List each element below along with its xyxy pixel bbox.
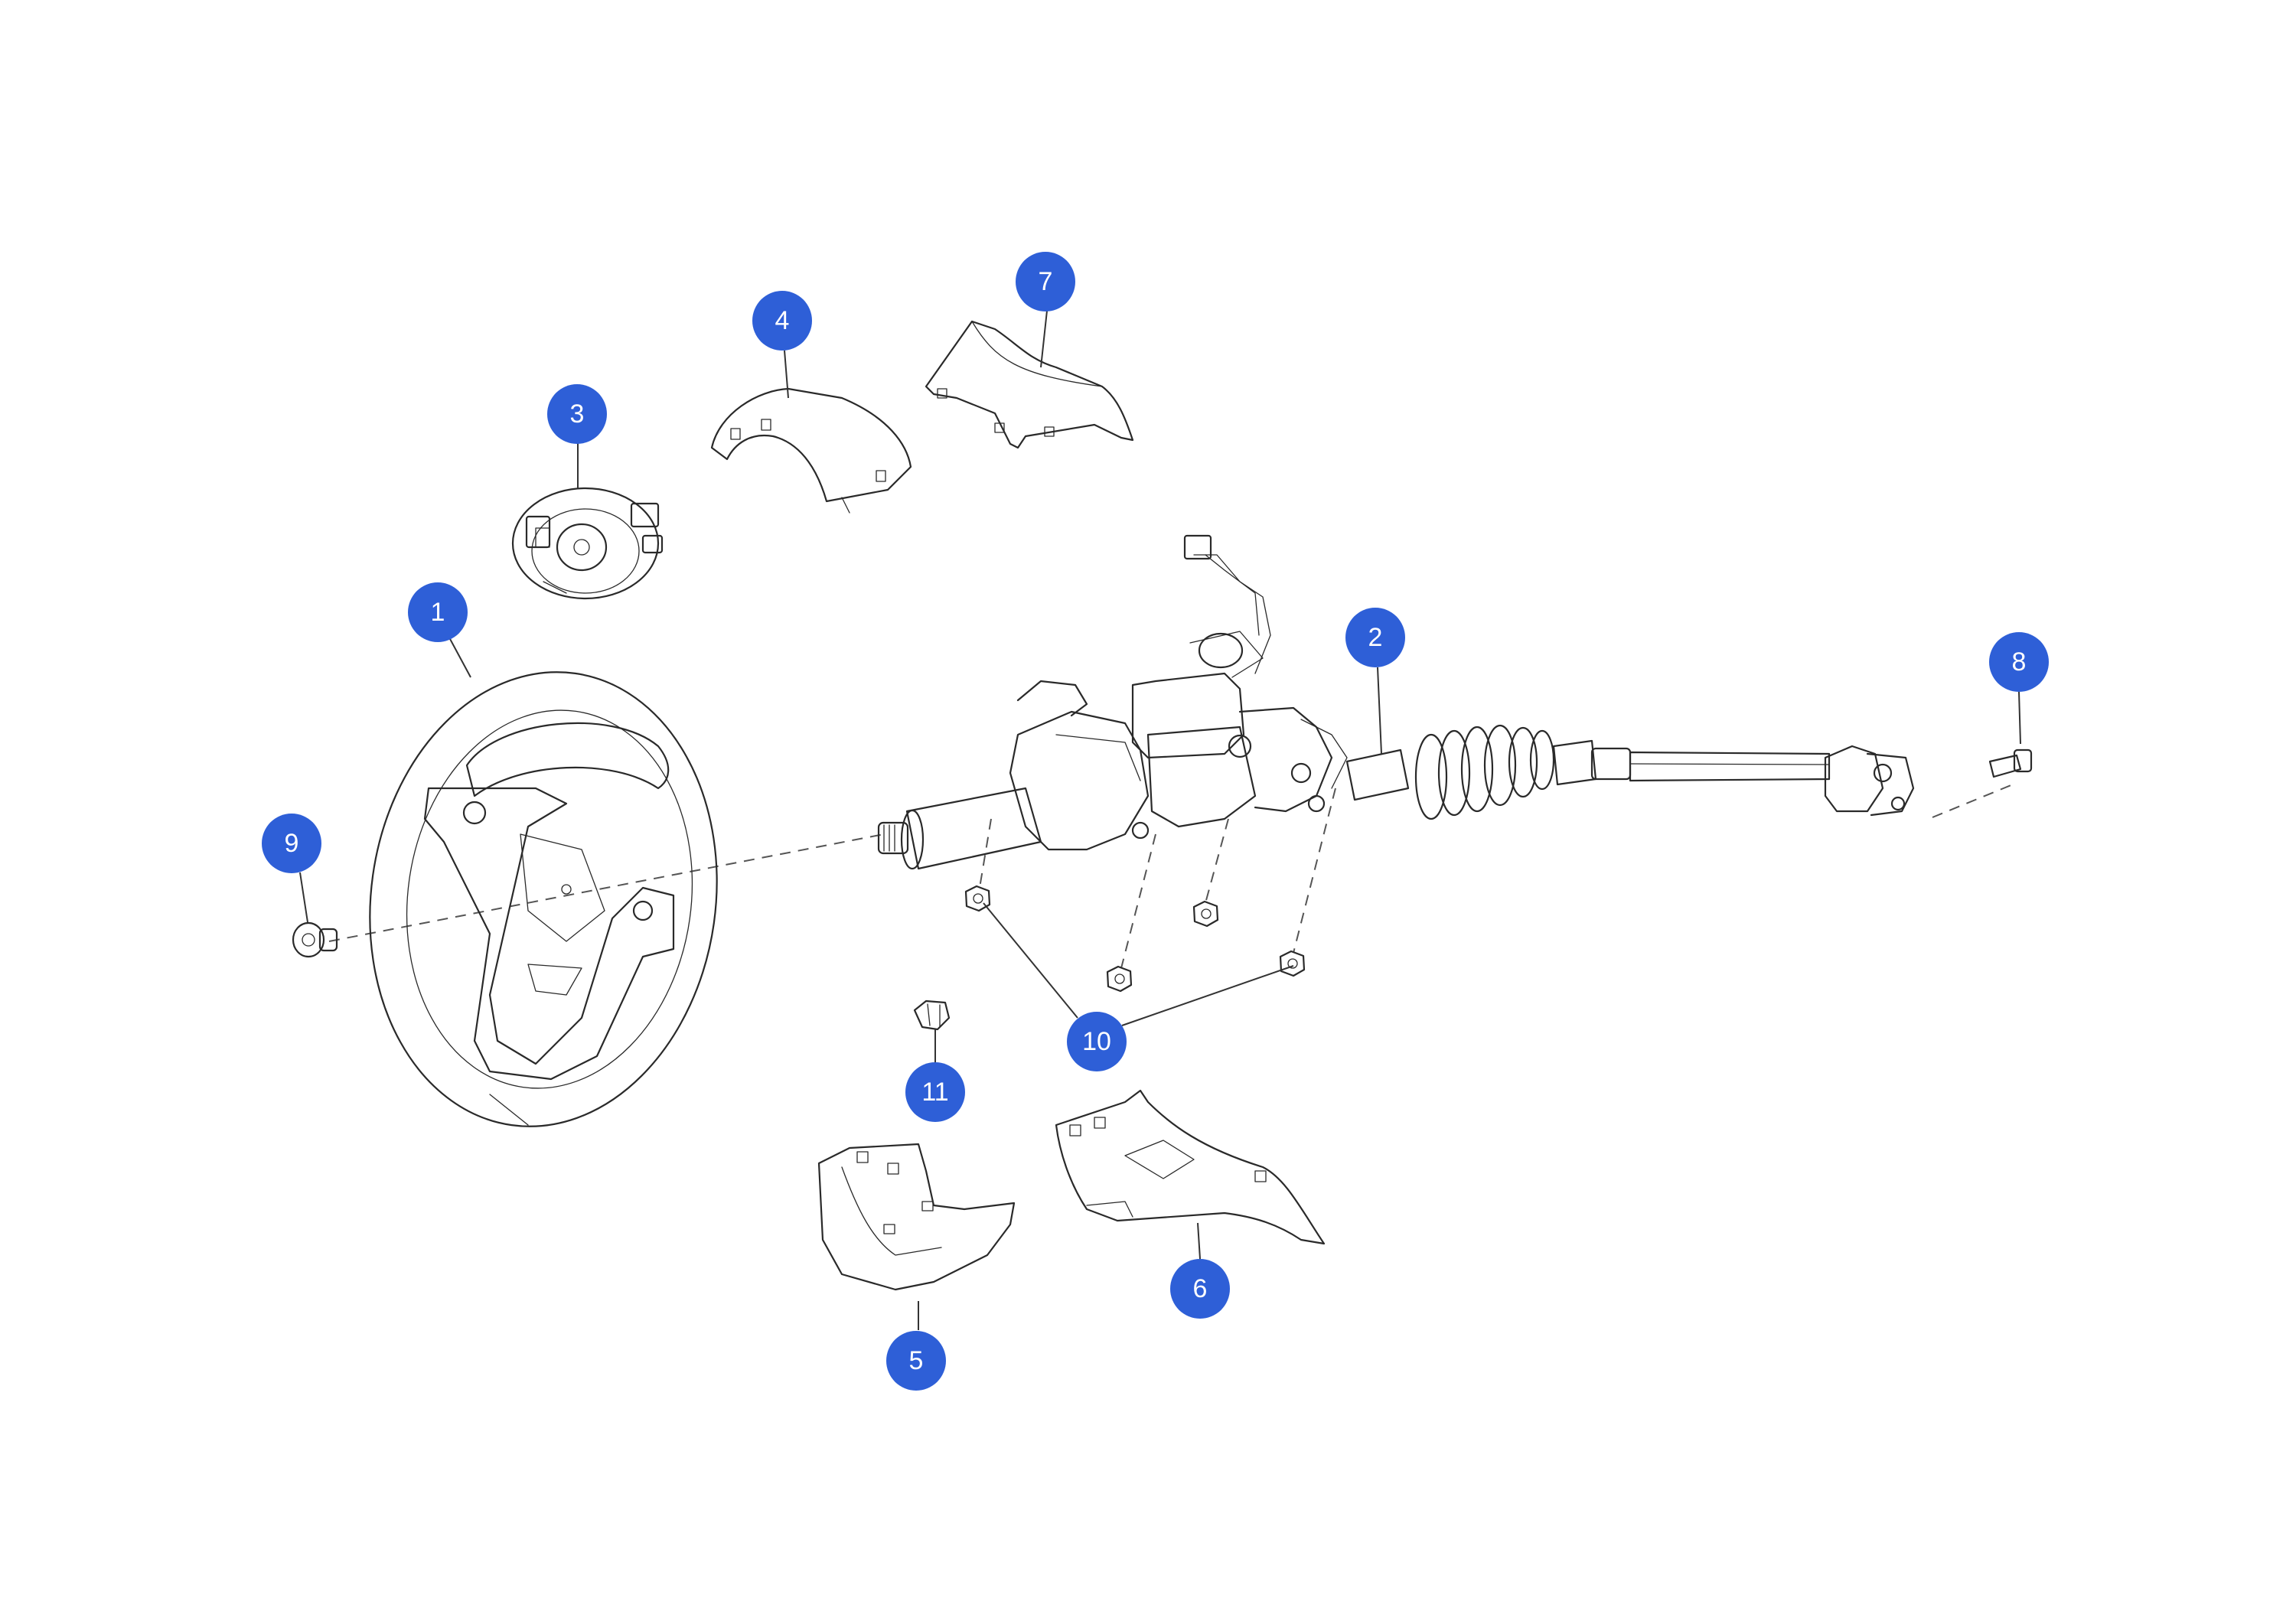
callout-3-label: 3 <box>570 399 585 429</box>
callout-4-circle <box>752 291 812 351</box>
callout-6-circle <box>1170 1259 1230 1319</box>
axis-nut-b <box>1120 833 1156 969</box>
callout-4-label: 4 <box>775 306 790 335</box>
leader-10a <box>983 902 1078 1019</box>
knee-trim <box>1055 1089 1326 1245</box>
callout-5-label: 5 <box>909 1346 924 1375</box>
callout-1-circle <box>408 582 468 642</box>
callout-8-label: 8 <box>2012 647 2027 677</box>
callout-10-circle <box>1067 1012 1127 1071</box>
clip-11 <box>913 1000 951 1031</box>
callout-7-circle <box>1016 252 1075 311</box>
leader-9 <box>299 872 308 923</box>
nut-d <box>1279 950 1306 977</box>
callout-3[interactable]: 3 <box>547 384 607 444</box>
callout-7-label: 7 <box>1039 267 1053 296</box>
callout-1-label: 1 <box>431 598 445 627</box>
leader-8 <box>2018 691 2021 745</box>
callout-5-circle <box>886 1331 946 1391</box>
callout-10[interactable]: 10 <box>1067 1012 1127 1071</box>
callout-3-circle <box>547 384 607 444</box>
upper-shroud <box>710 387 912 514</box>
callout-2[interactable]: 2 <box>1345 608 1405 667</box>
leader-2 <box>1377 667 1382 755</box>
callout-8-circle <box>1989 632 2049 692</box>
trim-panel <box>925 320 1134 449</box>
callout-10-label: 10 <box>1082 1027 1111 1056</box>
axis-nut-a <box>979 818 992 889</box>
callout-7[interactable]: 7 <box>1016 252 1075 311</box>
callout-2-circle <box>1345 608 1405 667</box>
callout-5[interactable]: 5 <box>886 1331 946 1391</box>
axis-steering-wheel <box>328 833 885 942</box>
steering-wheel <box>369 671 718 1127</box>
callouts: 1 2 3 4 5 6 7 8 <box>262 252 2049 1391</box>
callout-2-label: 2 <box>1368 623 1383 652</box>
callout-9[interactable]: 9 <box>262 814 321 873</box>
bolt-8 <box>1988 748 2033 778</box>
callout-6-label: 6 <box>1193 1274 1208 1303</box>
leader-6 <box>1197 1222 1201 1260</box>
callout-8[interactable]: 8 <box>1989 632 2049 692</box>
callout-1[interactable]: 1 <box>408 582 468 642</box>
callout-11-label: 11 <box>921 1078 948 1107</box>
lower-shroud <box>817 1143 1016 1291</box>
nut-c <box>1192 900 1219 928</box>
callout-11-circle <box>905 1062 965 1122</box>
callout-9-circle <box>262 814 321 873</box>
callout-9-label: 9 <box>285 829 299 858</box>
steering-column <box>877 534 1915 870</box>
axis-nut-c <box>1205 818 1229 904</box>
leader-10b <box>1121 965 1294 1026</box>
nut-a <box>964 885 991 912</box>
callout-11[interactable]: 11 <box>905 1062 965 1122</box>
clock-spring <box>511 487 664 600</box>
screw-9 <box>292 921 338 958</box>
callout-6[interactable]: 6 <box>1170 1259 1230 1319</box>
callout-4[interactable]: 4 <box>752 291 812 351</box>
axis-nut-d <box>1293 788 1336 954</box>
leader-4 <box>784 350 789 399</box>
leader-7 <box>1040 310 1048 368</box>
nut-b <box>1106 965 1133 993</box>
assembly-axes <box>328 784 2014 969</box>
leader-lines <box>299 310 2021 1330</box>
nuts-10 <box>964 885 1306 993</box>
axis-bolt-8 <box>1932 784 2014 818</box>
